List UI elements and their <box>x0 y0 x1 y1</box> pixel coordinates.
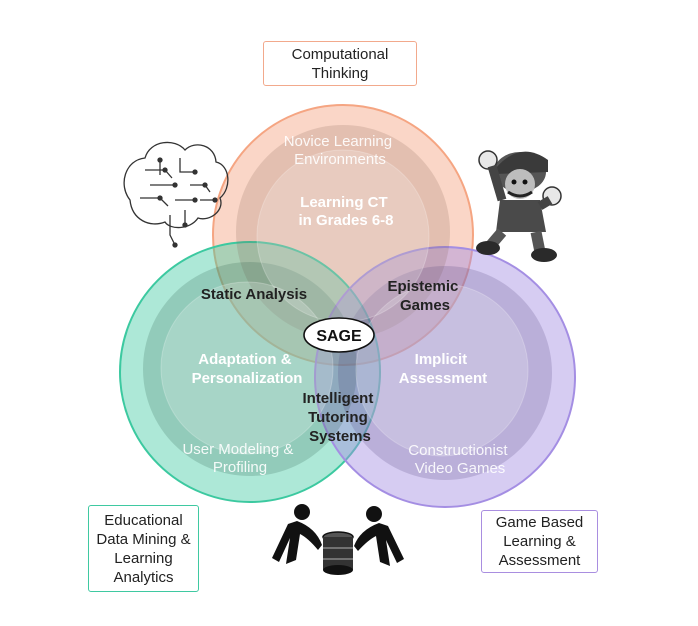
mario-character-icon <box>476 150 562 262</box>
left-inner-label: Adaptation & Personalization <box>192 351 303 387</box>
computational-thinking-label: Computational Thinking <box>263 41 417 86</box>
right-inner-circle <box>355 283 529 457</box>
right-outer-label: Constructionist Video Games <box>408 442 511 477</box>
educational-data-mining-label: Educational Data Mining & Learning Analy… <box>88 505 199 592</box>
top-inner-label: Learning CT in Grades 6-8 <box>298 194 393 229</box>
epistemic-games-label: Epistemic Games <box>387 278 462 314</box>
left-outer-label: User Modeling & Profiling <box>182 441 297 476</box>
right-inner-label: Implicit Assessment <box>399 351 487 387</box>
top-middle-circle <box>236 125 450 339</box>
right-outer-circle <box>314 246 576 508</box>
top-outer-circle <box>212 104 474 366</box>
left-inner-circle <box>160 281 334 455</box>
left-outer-circle <box>119 241 381 503</box>
right-middle-circle <box>338 266 552 480</box>
intelligent-tutoring-label: Intelligent Tutoring Systems <box>302 390 377 445</box>
left-middle-circle <box>143 262 357 476</box>
data-barrel-workers-icon <box>272 504 404 575</box>
sage-label: SAGE <box>316 328 362 345</box>
sage-center-badge <box>303 317 375 353</box>
static-analysis-label: Static Analysis <box>201 286 307 303</box>
top-outer-label: Novice Learning Environments <box>284 133 397 168</box>
brain-circuit-icon <box>123 141 229 248</box>
game-based-learning-label: Game Based Learning & Assessment <box>481 510 598 573</box>
